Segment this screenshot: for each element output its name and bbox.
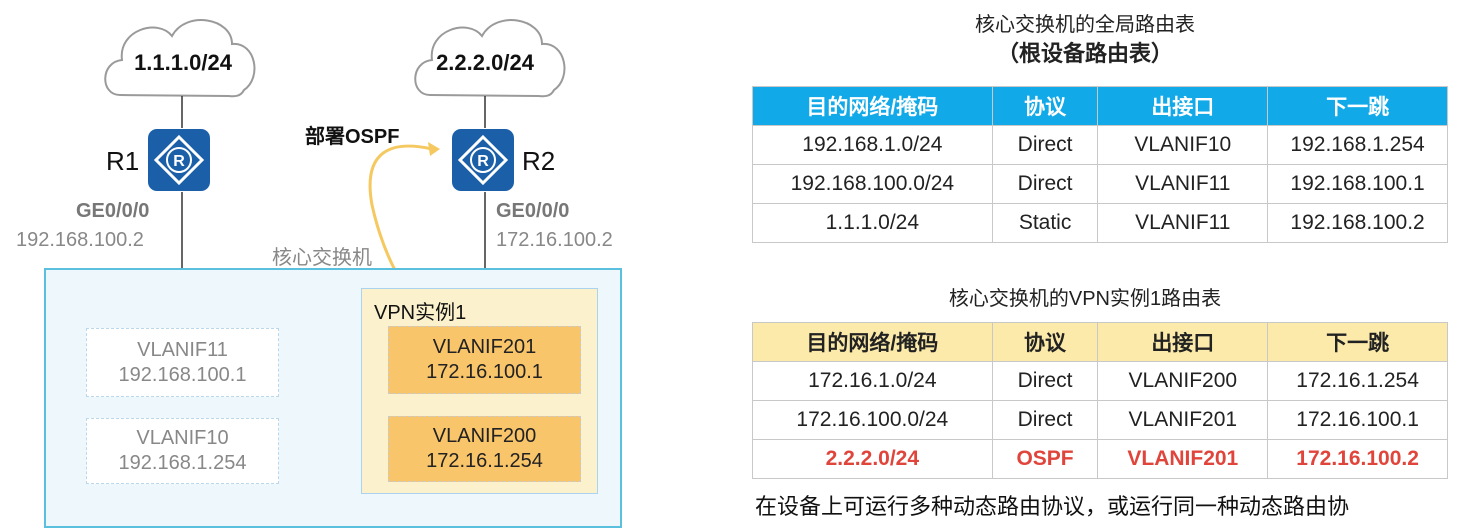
router-r1-icon: R bbox=[148, 129, 210, 191]
cell: 172.16.1.254 bbox=[1267, 361, 1448, 401]
cell: 172.16.100.2 bbox=[1267, 439, 1448, 479]
router-r2-icon: R bbox=[452, 129, 514, 191]
r2-ip-label: 172.16.100.2 bbox=[496, 229, 613, 251]
cell: 192.168.100.1 bbox=[1267, 164, 1448, 204]
cell: 172.16.100.1 bbox=[1267, 400, 1448, 440]
ospf-arrowhead-top bbox=[428, 142, 440, 156]
cell: VLANIF201 bbox=[1097, 439, 1269, 479]
router-r1-label: R1 bbox=[106, 146, 140, 176]
cell: VLANIF11 bbox=[1097, 203, 1269, 243]
vlanif200-box: VLANIF200 172.16.1.254 bbox=[388, 416, 581, 482]
header-protocol: 协议 bbox=[991, 322, 1099, 362]
cell: 192.168.100.0/24 bbox=[752, 164, 993, 204]
cell: 172.16.1.0/24 bbox=[752, 361, 993, 401]
global-routing-table: 目的网络/掩码 协议 出接口 下一跳 192.168.1.0/24 Direct… bbox=[752, 86, 1448, 243]
cell: 192.168.1.0/24 bbox=[752, 125, 993, 165]
svg-text:R: R bbox=[477, 153, 489, 170]
vlanif11-box: VLANIF11 192.168.100.1 bbox=[86, 328, 279, 397]
vlanif10-box: VLANIF10 192.168.1.254 bbox=[86, 418, 279, 484]
global-table-title: 核心交换机的全局路由表 bbox=[975, 14, 1195, 36]
table-header-row: 目的网络/掩码 协议 出接口 下一跳 bbox=[752, 322, 1448, 362]
cell: VLANIF201 bbox=[1097, 400, 1269, 440]
cloud-right-shape bbox=[414, 19, 566, 98]
cloud-left-label: 1.1.1.0/24 bbox=[134, 50, 232, 75]
cell: 1.1.1.0/24 bbox=[752, 203, 993, 243]
vlanif10-name: VLANIF10 bbox=[136, 427, 229, 449]
r2-port-label: GE0/0/0 bbox=[496, 200, 570, 222]
header-destination: 目的网络/掩码 bbox=[752, 86, 993, 126]
table-row: 172.16.1.0/24 Direct VLANIF200 172.16.1.… bbox=[752, 361, 1448, 401]
r1-port-label: GE0/0/0 bbox=[76, 200, 150, 222]
vlanif11-name: VLANIF11 bbox=[137, 339, 228, 361]
footer-cut-text: 在设备上可运行多种动态路由协议，或运行同一种动态路由协 bbox=[755, 494, 1350, 519]
switch-label: 核心交换机 bbox=[272, 247, 372, 269]
cell: 2.2.2.0/24 bbox=[752, 439, 993, 479]
global-table-subtitle: （根设备路由表） bbox=[996, 41, 1173, 66]
vpn-routing-table: 目的网络/掩码 协议 出接口 下一跳 172.16.1.0/24 Direct … bbox=[752, 322, 1448, 479]
cloud-left-shape bbox=[104, 19, 256, 98]
cell: OSPF bbox=[991, 439, 1099, 479]
r1-ip-label: 192.168.100.2 bbox=[16, 229, 144, 251]
router-r2-label: R2 bbox=[522, 146, 556, 176]
table-row-ospf-highlight: 2.2.2.0/24 OSPF VLANIF201 172.16.100.2 bbox=[752, 439, 1448, 479]
vlanif201-name: VLANIF201 bbox=[432, 336, 537, 358]
cell: Direct bbox=[991, 400, 1099, 440]
header-interface: 出接口 bbox=[1097, 86, 1269, 126]
vlanif201-box: VLANIF201 172.16.100.1 bbox=[388, 326, 581, 394]
cell: Direct bbox=[991, 361, 1099, 401]
table-row: 192.168.1.0/24 Direct VLANIF10 192.168.1… bbox=[752, 125, 1448, 165]
vlanif11-ip: 192.168.100.1 bbox=[118, 364, 247, 386]
cell: 172.16.100.0/24 bbox=[752, 400, 993, 440]
cell: 192.168.1.254 bbox=[1267, 125, 1448, 165]
header-nexthop: 下一跳 bbox=[1267, 86, 1448, 126]
header-nexthop: 下一跳 bbox=[1267, 322, 1448, 362]
vpn-table-title: 核心交换机的VPN实例1路由表 bbox=[948, 288, 1222, 310]
cell: VLANIF10 bbox=[1097, 125, 1269, 165]
cell: Direct bbox=[991, 164, 1099, 204]
table-header-row: 目的网络/掩码 协议 出接口 下一跳 bbox=[752, 86, 1448, 126]
header-destination: 目的网络/掩码 bbox=[752, 322, 993, 362]
cell: Static bbox=[991, 203, 1099, 243]
cell: 192.168.100.2 bbox=[1267, 203, 1448, 243]
vlanif201-ip: 172.16.100.1 bbox=[426, 361, 543, 383]
cell: Direct bbox=[991, 125, 1099, 165]
vpn-instance-label: VPN实例1 bbox=[374, 302, 467, 324]
deploy-ospf-label: 部署OSPF bbox=[305, 126, 400, 148]
table-row: 172.16.100.0/24 Direct VLANIF201 172.16.… bbox=[752, 400, 1448, 440]
header-interface: 出接口 bbox=[1097, 322, 1269, 362]
vlanif10-ip: 192.168.1.254 bbox=[118, 452, 247, 474]
vlanif200-ip: 172.16.1.254 bbox=[426, 450, 543, 472]
header-protocol: 协议 bbox=[991, 86, 1099, 126]
svg-text:R: R bbox=[173, 153, 185, 170]
cell: VLANIF200 bbox=[1097, 361, 1269, 401]
cloud-right-label: 2.2.2.0/24 bbox=[436, 50, 534, 75]
table-row: 1.1.1.0/24 Static VLANIF11 192.168.100.2 bbox=[752, 203, 1448, 243]
cell: VLANIF11 bbox=[1097, 164, 1269, 204]
vlanif200-name: VLANIF200 bbox=[432, 425, 537, 447]
table-row: 192.168.100.0/24 Direct VLANIF11 192.168… bbox=[752, 164, 1448, 204]
